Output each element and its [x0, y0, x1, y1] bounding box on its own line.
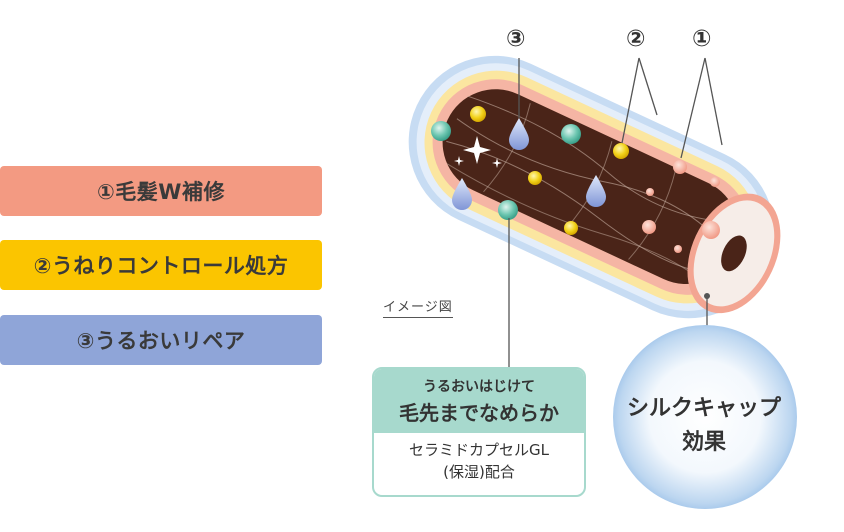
moisture-drop-icon — [586, 175, 606, 207]
silk-cap-line1: シルクキャップ — [626, 396, 781, 421]
yellow-particle — [470, 106, 486, 122]
hair-texture-line — [483, 103, 531, 193]
repair-dot — [646, 188, 654, 196]
hair-texture-line — [446, 163, 710, 289]
callout-line-1 — [680, 57, 706, 159]
hair-texture-line — [467, 95, 740, 224]
repair-dot — [674, 245, 682, 253]
feature-bar-moisture-repair: ③うるおいリペア — [0, 315, 322, 365]
silk-cap-line2: 効果 — [681, 430, 726, 455]
callout-dot — [704, 293, 710, 299]
repair-dot — [673, 160, 687, 174]
ceramide-particle — [431, 121, 451, 141]
callout-number-1: ① — [692, 26, 712, 52]
sparkle-icon — [454, 156, 464, 166]
callout-number-3: ③ — [506, 26, 526, 52]
hair-texture-line — [628, 170, 676, 260]
feature-bar-repair: ①毛髪W補修 — [0, 166, 322, 216]
silk-cap-sphere — [613, 325, 797, 509]
sparkle-icon — [463, 136, 491, 164]
sparkle-icon — [492, 158, 502, 168]
hair-core — [721, 235, 747, 272]
info-title: 毛先までなめらか — [399, 401, 559, 425]
ingredient-note: (保湿)配合 — [443, 463, 515, 481]
repair-dot — [710, 177, 720, 187]
ceramide-particle — [498, 200, 518, 220]
ceramide-particle — [561, 124, 581, 144]
yellow-particle — [613, 143, 629, 159]
moisture-drop-icon — [452, 178, 472, 210]
info-box-header: うるおいはじけて 毛先までなめらか — [374, 369, 584, 433]
moisture-drop-icon — [509, 118, 529, 150]
image-note: イメージ図 — [383, 296, 453, 318]
info-subtitle: うるおいはじけて — [423, 379, 535, 395]
repair-dot — [642, 220, 656, 234]
callout-line-1 — [704, 57, 723, 146]
callout-line-2 — [621, 57, 640, 144]
yellow-particle — [564, 221, 578, 235]
ceramide-info-box: うるおいはじけて 毛先までなめらか セラミドカプセルGL (保湿)配合 — [372, 367, 586, 497]
callout-number-2: ② — [626, 26, 646, 52]
repair-dot — [702, 221, 720, 239]
silk-cap-label: シルクキャップ 効果 — [614, 392, 794, 460]
yellow-particle — [528, 171, 542, 185]
callout-line-2 — [638, 57, 658, 116]
ingredient-name: セラミドカプセルGL — [409, 441, 549, 459]
feature-bar-wave-control: ②うねりコントロール処方 — [0, 240, 322, 290]
info-box-body: セラミドカプセルGL (保湿)配合 — [374, 433, 584, 483]
hair-texture-line — [456, 118, 728, 251]
